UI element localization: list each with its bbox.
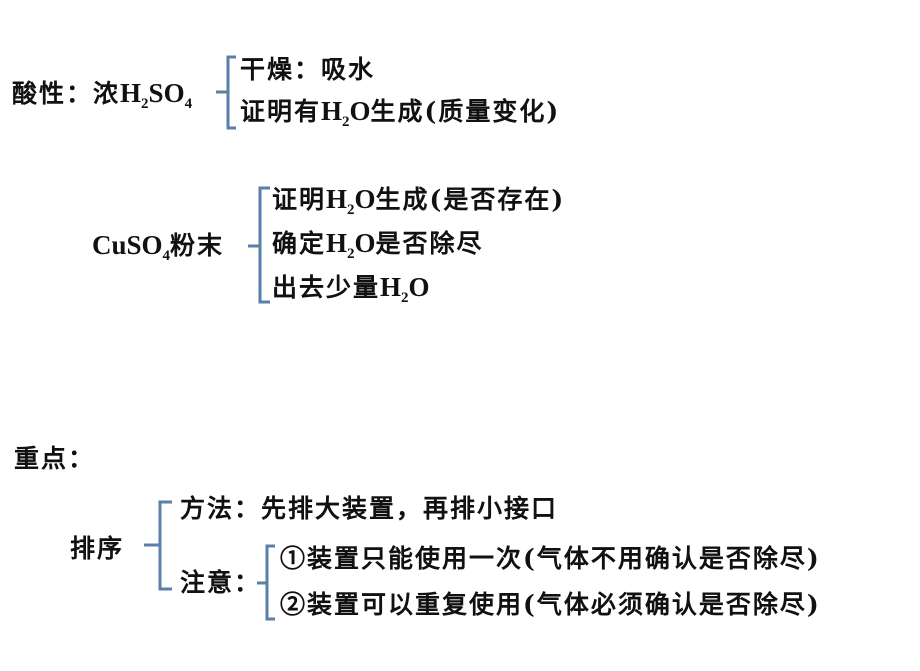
note-label: 注意：	[180, 568, 262, 597]
section2-item-remove: 出去少量H2O	[272, 272, 430, 306]
ordering-topic: 排序	[70, 534, 125, 563]
method-text: 方法：先排大装置，再排小接口	[180, 494, 559, 523]
section2-item-prove: 证明H2O生成(是否存在)	[272, 184, 566, 218]
brace-section1	[212, 55, 242, 130]
brace-ordering	[140, 500, 176, 592]
reagent-prefix: 浓	[93, 79, 121, 108]
section2-item-confirm: 确定H2O是否除尽	[272, 228, 484, 262]
section1-item-prove-water: 证明有H2O生成(质量变化)	[240, 96, 561, 130]
acidity-label-text: 酸性：	[12, 79, 94, 108]
h2so4-formula: H2SO4	[120, 78, 193, 112]
cuso4-label: CuSO4粉末	[92, 230, 225, 264]
cuso4-formula: CuSO4	[92, 230, 171, 264]
brace-notes	[255, 544, 279, 622]
note-item-2: ②装置可以重复使用(气体必须确认是否除尽)	[280, 590, 821, 619]
note-item-1: ①装置只能使用一次(气体不用确认是否除尽)	[280, 544, 821, 573]
section1-item-dry: 干燥：吸水	[240, 55, 376, 84]
brace-section2	[245, 186, 275, 304]
acidity-label: 酸性：浓H2SO4	[12, 80, 192, 112]
key-points-heading: 重点：	[14, 444, 96, 473]
